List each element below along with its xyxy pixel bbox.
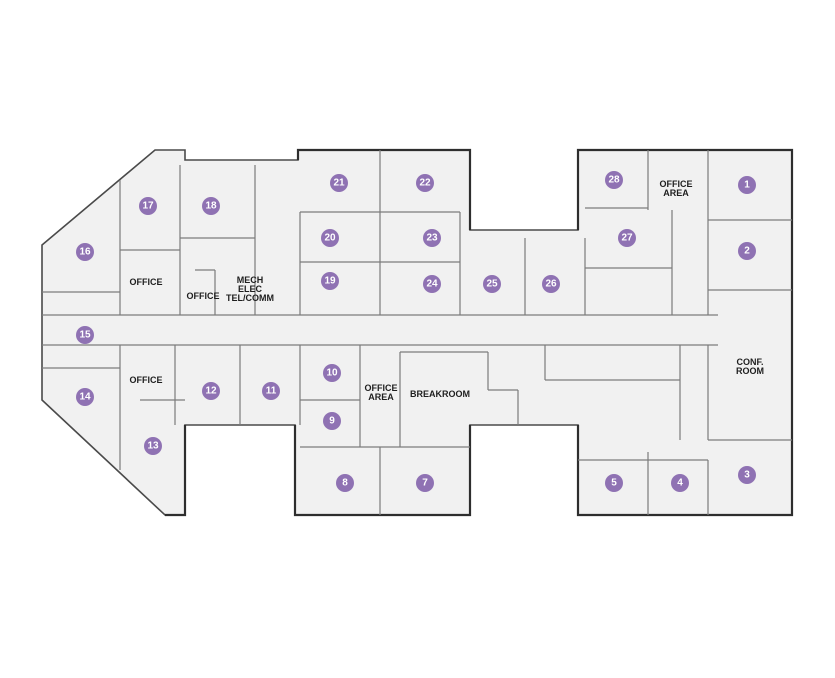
suite-badge[interactable]: 17 bbox=[139, 197, 157, 215]
svg-text:12: 12 bbox=[205, 386, 217, 397]
suite-badge[interactable]: 9 bbox=[323, 412, 341, 430]
interior-walls bbox=[42, 150, 792, 515]
svg-text:11: 11 bbox=[266, 386, 277, 397]
suite-badge[interactable]: 4 bbox=[671, 474, 689, 492]
suite-badge[interactable]: 7 bbox=[416, 474, 434, 492]
svg-text:27: 27 bbox=[621, 233, 633, 244]
svg-text:2: 2 bbox=[744, 246, 750, 257]
room-label-elec: ELEC bbox=[238, 284, 263, 294]
svg-text:19: 19 bbox=[324, 276, 336, 287]
outer-walls bbox=[165, 148, 794, 517]
suite-badge[interactable]: 15 bbox=[76, 326, 94, 344]
svg-text:1: 1 bbox=[744, 180, 750, 191]
suite-badge[interactable]: 11 bbox=[262, 382, 280, 400]
room-label-mech: MECH bbox=[237, 275, 264, 285]
suite-badge[interactable]: 27 bbox=[618, 229, 636, 247]
suite-badge[interactable]: 24 bbox=[423, 275, 441, 293]
svg-text:18: 18 bbox=[205, 201, 217, 212]
room-label-office: OFFICE bbox=[187, 291, 220, 301]
svg-text:26: 26 bbox=[545, 279, 557, 290]
suite-badge[interactable]: 1 bbox=[738, 176, 756, 194]
svg-text:4: 4 bbox=[677, 478, 683, 489]
svg-text:22: 22 bbox=[419, 178, 431, 189]
room-labels: OFFICE OFFICE OFFICE MECH ELEC TEL/COMM … bbox=[130, 179, 765, 402]
suite-badge[interactable]: 14 bbox=[76, 388, 94, 406]
room-label-office: OFFICE bbox=[130, 375, 163, 385]
svg-text:15: 15 bbox=[79, 330, 91, 341]
svg-text:17: 17 bbox=[142, 201, 154, 212]
svg-text:10: 10 bbox=[326, 368, 338, 379]
svg-text:21: 21 bbox=[333, 178, 345, 189]
suite-badge[interactable]: 20 bbox=[321, 229, 339, 247]
suite-badge[interactable]: 16 bbox=[76, 243, 94, 261]
suite-badge[interactable]: 18 bbox=[202, 197, 220, 215]
svg-text:9: 9 bbox=[329, 416, 335, 427]
suite-badge[interactable]: 22 bbox=[416, 174, 434, 192]
suite-badge[interactable]: 12 bbox=[202, 382, 220, 400]
svg-text:28: 28 bbox=[608, 175, 620, 186]
room-label-office-area: AREA bbox=[663, 188, 689, 198]
suite-badge[interactable]: 13 bbox=[144, 437, 162, 455]
suite-badge[interactable]: 2 bbox=[738, 242, 756, 260]
room-label-breakroom: BREAKROOM bbox=[410, 389, 470, 399]
svg-text:16: 16 bbox=[79, 247, 91, 258]
room-label-office-area: OFFICE bbox=[660, 179, 693, 189]
suite-badge[interactable]: 21 bbox=[330, 174, 348, 192]
svg-text:3: 3 bbox=[744, 470, 750, 481]
suite-badge[interactable]: 26 bbox=[542, 275, 560, 293]
svg-text:8: 8 bbox=[342, 478, 348, 489]
suite-badge[interactable]: 28 bbox=[605, 171, 623, 189]
svg-text:25: 25 bbox=[486, 279, 498, 290]
room-label-office-area: AREA bbox=[368, 392, 394, 402]
svg-text:5: 5 bbox=[611, 478, 617, 489]
room-label-office-area: OFFICE bbox=[365, 383, 398, 393]
suite-badge[interactable]: 23 bbox=[423, 229, 441, 247]
svg-text:7: 7 bbox=[422, 478, 428, 489]
suite-badges: 1 2 3 4 5 7 8 9 10 11 12 13 14 15 16 17 … bbox=[76, 171, 756, 492]
suite-badge[interactable]: 10 bbox=[323, 364, 341, 382]
room-label-office: OFFICE bbox=[130, 277, 163, 287]
room-label-conf: CONF. bbox=[737, 357, 764, 367]
svg-text:14: 14 bbox=[79, 392, 91, 403]
svg-text:13: 13 bbox=[147, 441, 159, 452]
svg-text:23: 23 bbox=[426, 233, 438, 244]
suite-badge[interactable]: 8 bbox=[336, 474, 354, 492]
room-label-room: ROOM bbox=[736, 366, 764, 376]
svg-text:24: 24 bbox=[426, 279, 438, 290]
suite-badge[interactable]: 19 bbox=[321, 272, 339, 290]
suite-badge[interactable]: 25 bbox=[483, 275, 501, 293]
suite-badge[interactable]: 3 bbox=[738, 466, 756, 484]
room-label-tel-comm: TEL/COMM bbox=[226, 293, 274, 303]
suite-badge[interactable]: 5 bbox=[605, 474, 623, 492]
svg-text:20: 20 bbox=[324, 233, 336, 244]
